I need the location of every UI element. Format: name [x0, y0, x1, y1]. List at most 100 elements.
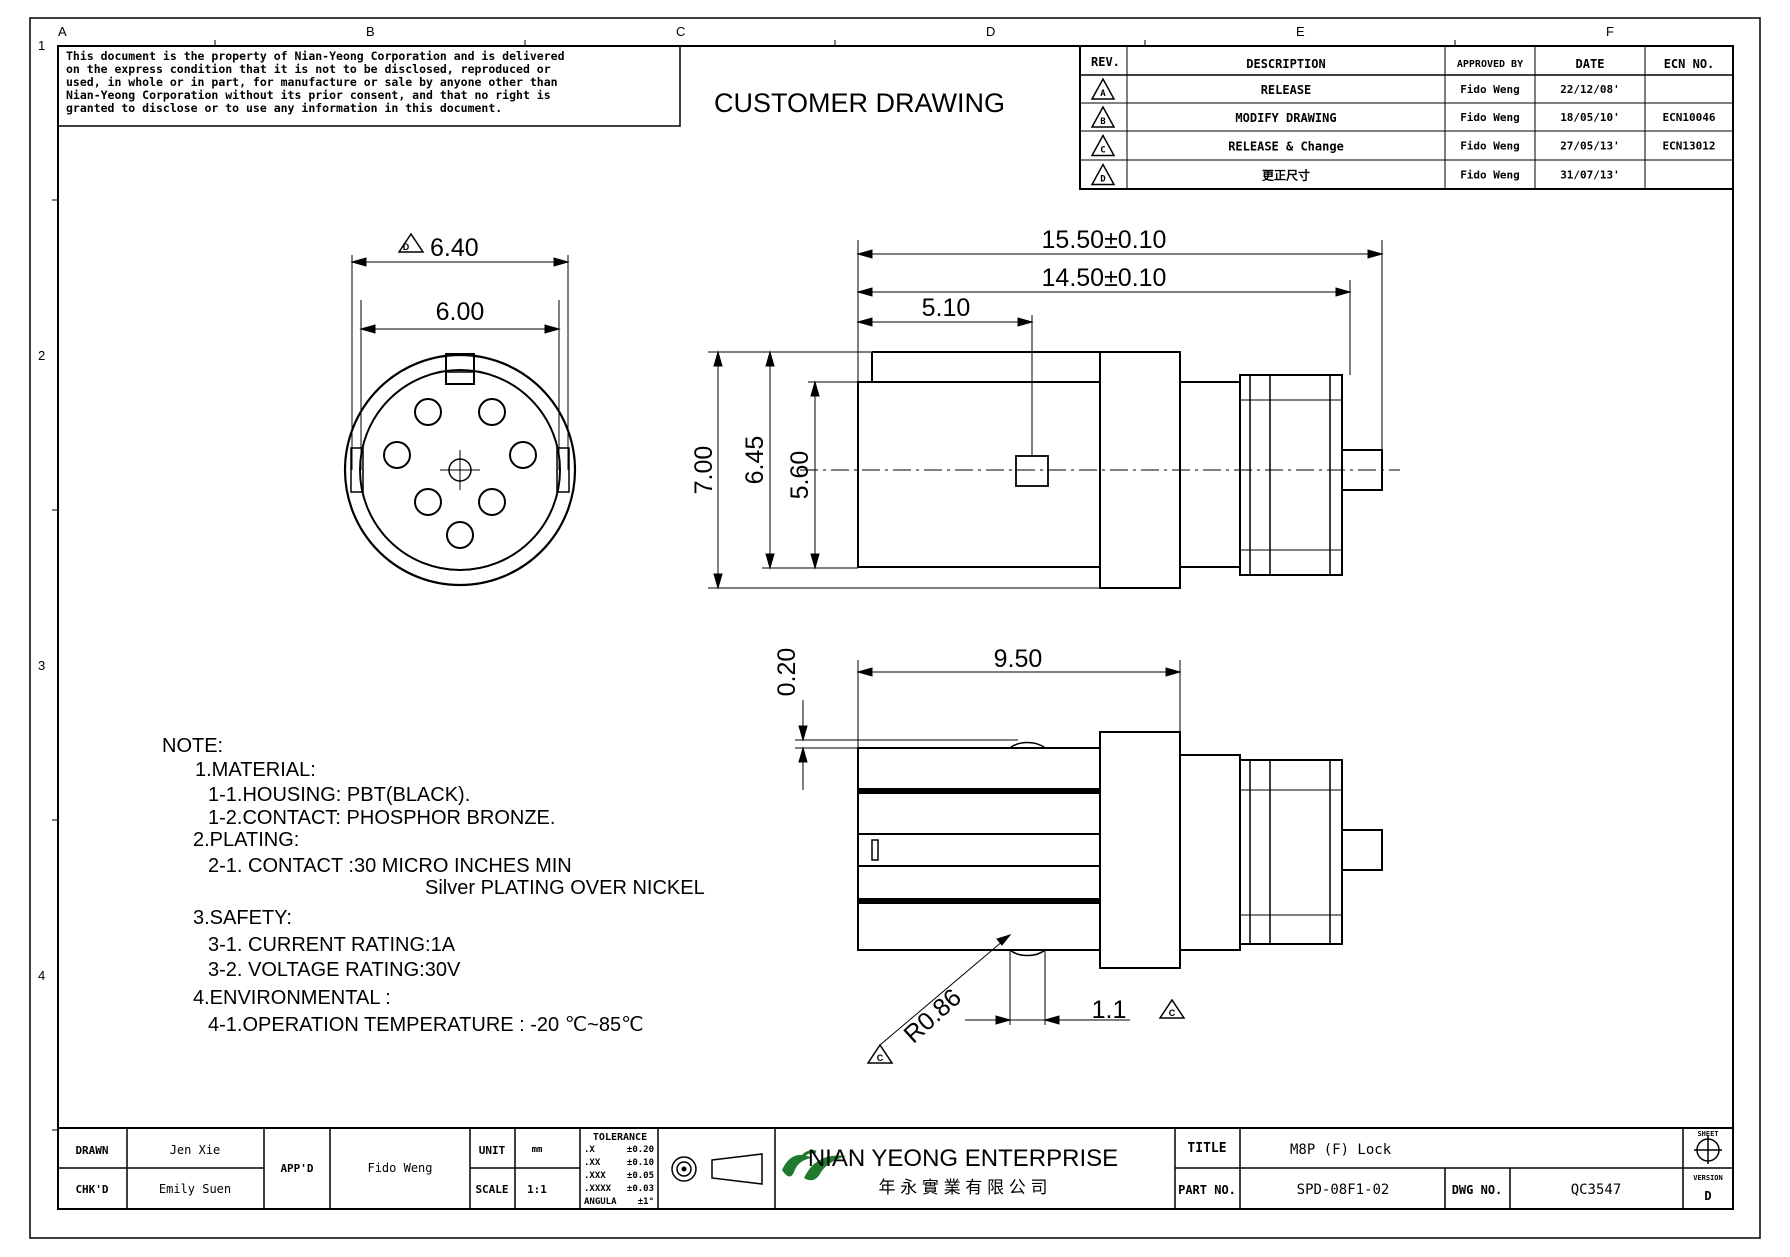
note-line-11: 4-1.OPERATION TEMPERATURE : -20 ℃~85℃	[208, 1014, 644, 1036]
dim-overall-length: 15.50±0.10	[1042, 226, 1167, 254]
dim-clip-offset: 0.20	[773, 648, 801, 697]
zone-letter-f: F	[1606, 24, 1614, 39]
dim-radius: R0.86	[898, 983, 966, 1048]
tolerance-value: ±0.10	[627, 1158, 654, 1168]
outer-border	[29, 17, 1761, 1239]
rev-date: 31/07/13'	[1560, 169, 1620, 182]
dim-body-length: 14.50±0.10	[1042, 264, 1167, 292]
drawn-label: DRAWN	[75, 1144, 108, 1157]
rev-date: 18/05/10'	[1560, 111, 1620, 124]
rev-triangle-icon	[1090, 133, 1116, 157]
dim-front-inner: 6.00	[436, 298, 485, 326]
scale-value: 1:1	[527, 1183, 547, 1196]
rev-c-marker-clip: C	[1169, 1008, 1176, 1018]
title-value: M8P (F) Lock	[1290, 1142, 1392, 1158]
rev-date: 22/12/08'	[1560, 83, 1620, 96]
note-line-9: 3-2. VOLTAGE RATING:30V	[208, 959, 461, 981]
dim-front-outer: 6.40	[430, 234, 479, 262]
dim-clip-width: 1.1	[1092, 996, 1127, 1024]
company-logo	[782, 1150, 846, 1181]
revision-table	[1079, 45, 1734, 190]
part-no-label: PART NO.	[1178, 1183, 1236, 1197]
rev-header-date: DATE	[1576, 57, 1605, 71]
rev-d-marker: D	[403, 242, 410, 252]
rev-header-description: DESCRIPTION	[1246, 57, 1325, 71]
title-label: TITLE	[1187, 1141, 1226, 1156]
rev-letter: A	[1100, 89, 1106, 99]
zone-number-1: 1	[38, 38, 45, 53]
inner-frame	[57, 45, 1734, 1210]
rev-triangle-icon	[1090, 162, 1116, 186]
dim-height-mid: 6.45	[741, 436, 769, 485]
disclaimer-line-5: granted to disclose or to use any inform…	[66, 101, 502, 115]
version-label: VERSION	[1693, 1174, 1723, 1182]
rev-approved: Fido Weng	[1460, 83, 1520, 96]
tolerance-key: .XXX	[584, 1171, 606, 1181]
rev-header-rev: REV.	[1091, 55, 1120, 69]
rev-description: RELEASE & Change	[1228, 140, 1344, 154]
dim-flange-length: 9.50	[994, 645, 1043, 673]
company-name-cn: 年 永 實 業 有 限 公 司	[878, 1178, 1047, 1197]
dim-height-inner: 5.60	[786, 451, 814, 500]
rev-approved: Fido Weng	[1460, 140, 1520, 153]
rev-header-ecn: ECN NO.	[1664, 57, 1715, 71]
note-line-10: 4.ENVIRONMENTAL :	[193, 987, 391, 1009]
tolerance-value: ±0.05	[627, 1171, 654, 1181]
unit-value: mm	[532, 1145, 543, 1155]
rev-letter: B	[1100, 117, 1106, 127]
rev-date: 27/05/13'	[1560, 140, 1620, 153]
note-line-8: 3-1. CURRENT RATING:1A	[208, 934, 456, 956]
rev-triangle-icon	[1090, 77, 1116, 100]
drawing-title: CUSTOMER DRAWING	[714, 88, 1005, 118]
tolerance-key: .XX	[584, 1158, 601, 1168]
disclaimer-line-4: Nian-Yeong Corporation without its prior…	[66, 88, 551, 102]
rev-ecn: ECN13012	[1663, 140, 1716, 153]
zone-number-2: 2	[38, 348, 45, 363]
note-line-3: 1-2.CONTACT: PHOSPHOR BRONZE.	[208, 807, 555, 829]
note-line-5: 2-1. CONTACT :30 MICRO INCHES MIN	[208, 855, 572, 877]
scale-label: SCALE	[475, 1183, 508, 1196]
unit-label: UNIT	[479, 1144, 506, 1157]
rev-description: MODIFY DRAWING	[1235, 111, 1336, 125]
tolerance-value: ±0.03	[627, 1184, 654, 1194]
tolerance-key: ANGULA	[584, 1197, 617, 1207]
rev-triangle-icon	[1090, 105, 1116, 128]
note-line-1: 1.MATERIAL:	[195, 759, 316, 781]
rev-approved: Fido Weng	[1460, 169, 1520, 182]
appd-label: APP'D	[280, 1162, 313, 1175]
appd-value: Fido Weng	[367, 1161, 432, 1175]
rev-description: RELEASE	[1261, 83, 1312, 97]
rev-c-marker-radius: C	[877, 1053, 884, 1063]
disclaimer-line-2: on the express condition that it is not …	[66, 62, 551, 76]
dwg-no-value: QC3547	[1571, 1182, 1622, 1198]
notes-title: NOTE:	[162, 735, 223, 757]
drawn-value: Jen Xie	[170, 1143, 221, 1157]
front-view	[343, 232, 577, 587]
company-name-en: NIAN YEONG ENTERPRISE	[808, 1145, 1118, 1172]
rev-ecn: ECN10046	[1663, 111, 1716, 124]
note-line-4: 2.PLATING:	[193, 829, 299, 851]
zone-letter-b: B	[366, 24, 375, 39]
zone-letter-c: C	[676, 24, 685, 39]
dim-pin-offset: 5.10	[922, 294, 971, 322]
rev-letter: D	[1100, 175, 1106, 185]
tolerance-title: TOLERANCE	[593, 1132, 647, 1143]
disclaimer-line-3: used, in whole or in part, for manufactu…	[66, 75, 558, 89]
tolerance-value: ±0.20	[627, 1145, 654, 1155]
zone-letter-d: D	[986, 24, 995, 39]
side-view	[708, 240, 1400, 590]
rev-header-approved: APPROVED BY	[1457, 59, 1523, 70]
disclaimer-line-1: This document is the property of Nian-Ye…	[66, 49, 565, 63]
tolerance-key: .XXXX	[584, 1184, 612, 1194]
chkd-value: Emily Suen	[159, 1182, 231, 1196]
dim-height-total: 7.00	[690, 446, 718, 495]
bottom-view	[795, 660, 1383, 1064]
sheet-label: SHEET	[1697, 1130, 1718, 1138]
zone-number-3: 3	[38, 658, 45, 673]
note-line-2: 1-1.HOUSING: PBT(BLACK).	[208, 784, 470, 806]
chkd-label: CHK'D	[75, 1183, 108, 1196]
tolerance-value: ±1°	[638, 1197, 654, 1207]
note-line-6: Silver PLATING OVER NICKEL	[425, 877, 705, 899]
note-line-7: 3.SAFETY:	[193, 907, 292, 929]
